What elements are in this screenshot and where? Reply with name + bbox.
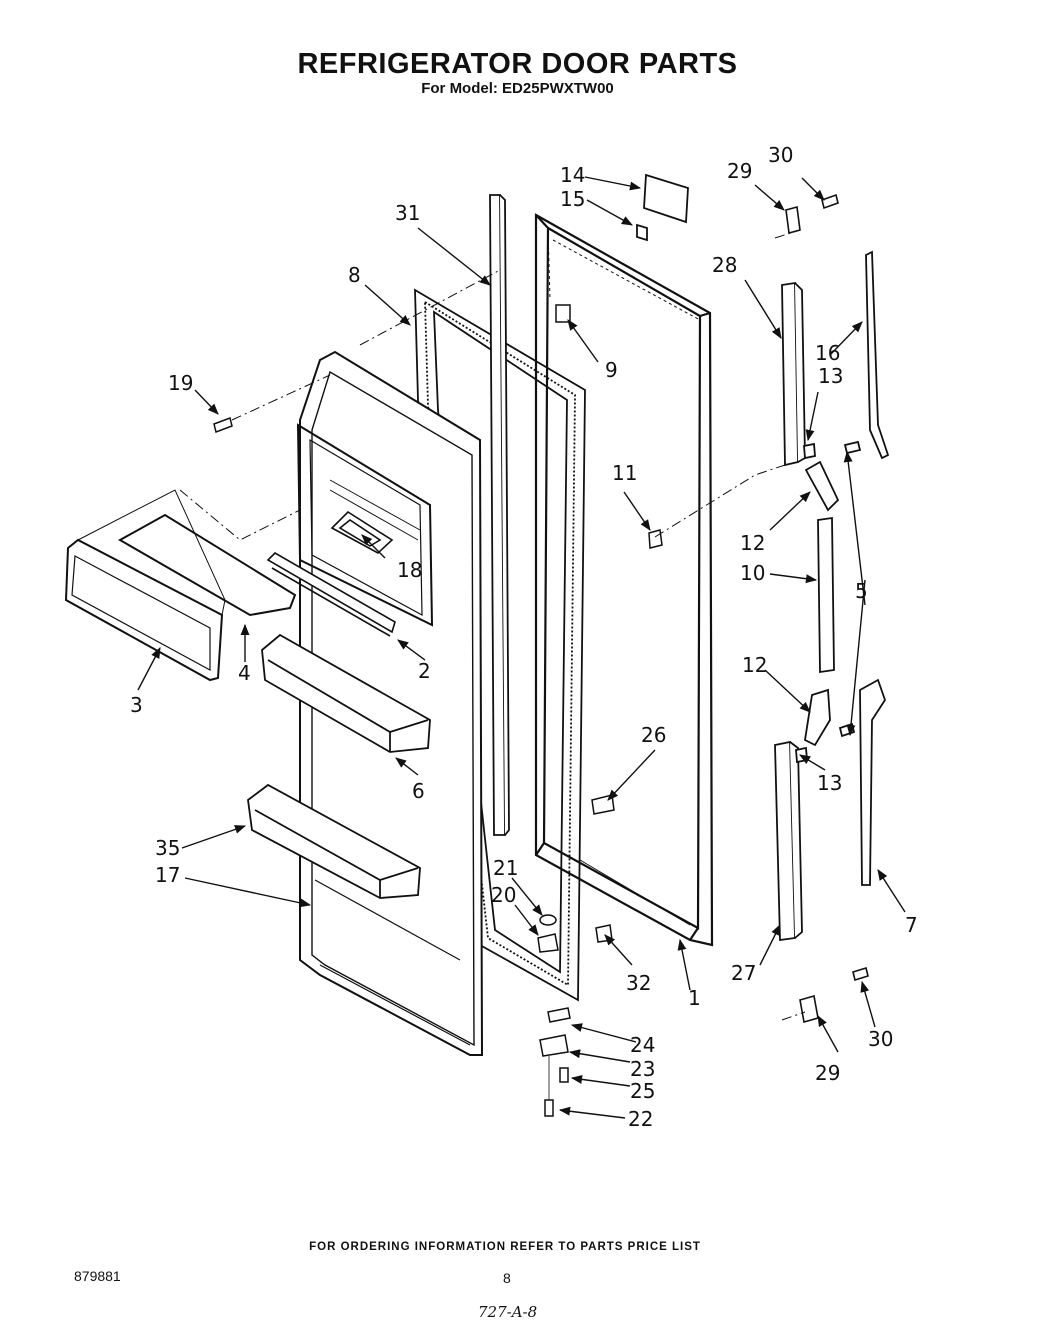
callout-29-bottom: 29	[815, 1061, 840, 1085]
callout-29-top: 29	[727, 159, 752, 183]
door-gasket	[414, 288, 586, 1002]
callout-32: 32	[626, 971, 651, 995]
callout-12-bottom: 12	[742, 653, 767, 677]
ordering-info: FOR ORDERING INFORMATION REFER TO PARTS …	[309, 1241, 701, 1253]
screw-19	[213, 417, 233, 433]
callout-1: 1	[688, 986, 701, 1010]
callout-18: 18	[397, 558, 422, 582]
alignment-lines	[179, 229, 806, 1021]
callout-numbers: 14 15 31 8 9 19 30 29 28 16 13 11 12 10 …	[130, 143, 918, 1131]
callout-11: 11	[612, 461, 637, 485]
callout-13-bottom: 13	[817, 771, 842, 795]
callout-21: 21	[493, 856, 518, 880]
callout-24: 24	[630, 1033, 655, 1057]
door-shelf-bin-lower	[247, 783, 421, 899]
callout-4: 4	[238, 661, 251, 685]
callout-6: 6	[412, 779, 425, 803]
callout-9: 9	[605, 358, 618, 382]
callout-19: 19	[168, 371, 193, 395]
callout-2: 2	[418, 659, 431, 683]
callout-30-bottom: 30	[868, 1027, 893, 1051]
callout-35: 35	[155, 836, 180, 860]
callout-17: 17	[155, 863, 180, 887]
callout-3: 3	[130, 693, 143, 717]
callout-31: 31	[395, 201, 420, 225]
door-rail	[266, 552, 396, 637]
callout-15: 15	[560, 187, 585, 211]
labels-14-15	[636, 173, 689, 242]
callout-leaders	[137, 176, 906, 1119]
handwritten-code: 727-A-8	[478, 1303, 538, 1321]
callout-13-top: 13	[818, 364, 843, 388]
callout-10: 10	[740, 561, 765, 585]
callout-5: 5	[855, 579, 868, 603]
callout-26: 26	[641, 723, 666, 747]
dispenser-cover	[64, 489, 297, 682]
model-subtitle: For Model: ED25PWXTW00	[421, 80, 614, 97]
door-shelf-bin	[261, 633, 431, 753]
callout-14: 14	[560, 163, 585, 187]
callout-16: 16	[815, 341, 840, 365]
callout-20: 20	[491, 883, 516, 907]
callout-8: 8	[348, 263, 361, 287]
callout-27: 27	[731, 961, 756, 985]
document-number: 879881	[74, 1268, 121, 1284]
callout-23: 23	[630, 1057, 655, 1081]
hinge-hardware	[537, 914, 613, 1117]
callout-22: 22	[628, 1107, 653, 1131]
callout-7: 7	[905, 913, 918, 937]
page-number: 8	[503, 1270, 511, 1286]
callout-28: 28	[712, 253, 737, 277]
callout-30-top: 30	[768, 143, 793, 167]
callout-12-top: 12	[740, 531, 765, 555]
breaker-strip	[489, 194, 510, 836]
page-title: REFRIGERATOR DOOR PARTS	[297, 48, 738, 80]
callout-25: 25	[630, 1079, 655, 1103]
handle-assembly	[774, 250, 890, 942]
